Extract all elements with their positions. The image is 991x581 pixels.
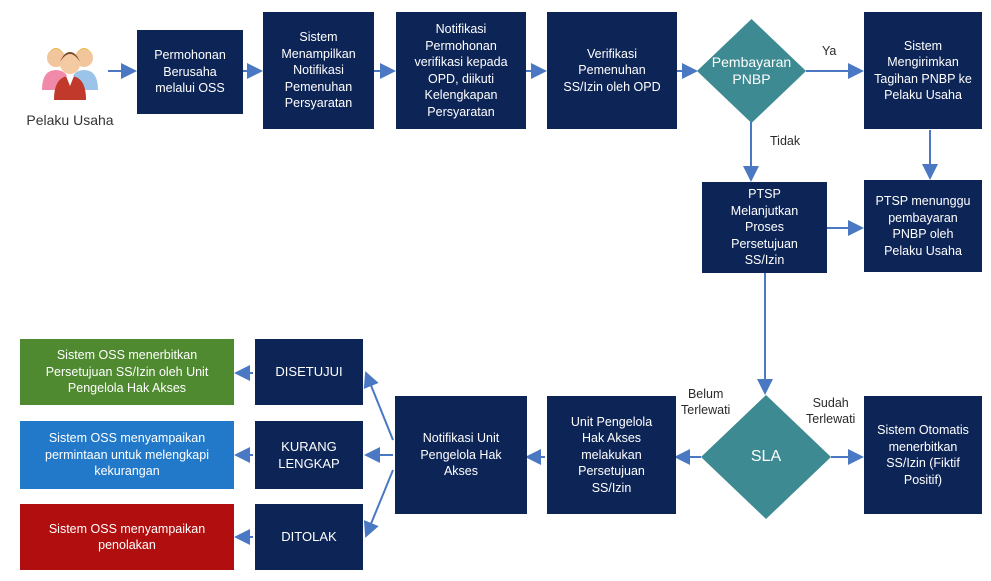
box-ptsp-melanjutkan: PTSP Melanjutkan Proses Persetujuan SS/I… [702,182,827,273]
box-notifikasi-unit: Notifikasi Unit Pengelola Hak Akses [395,396,527,514]
box-sistem-notifikasi: Sistem Menampilkan Notifikasi Pemenuhan … [263,12,374,129]
edge-label-tidak: Tidak [770,134,801,148]
actor: Pelaku Usaha [26,38,114,130]
edge-label-ya: Ya [822,44,837,58]
box-fiktif-positif: Sistem Otomatis menerbitkan SS/Izin (Fik… [864,396,982,514]
people-group-icon [42,48,98,100]
arrow-notifikasi-to-disetujui [363,371,394,441]
result-kurang-lengkap: Sistem OSS menyampaikan permintaan untuk… [20,421,234,489]
box-ptsp-menunggu: PTSP menunggu pembayaran PNBP oleh Pelak… [864,180,982,272]
decision-pnbp: Pembayaran PNBP [697,19,806,123]
box-verifikasi: Verifikasi Pemenuhan SS/Izin oleh OPD [547,12,677,129]
result-ditolak: Sistem OSS menyampaikan penolakan [20,504,234,570]
box-tagihan: Sistem Mengirimkan Tagihan PNBP ke Pelak… [864,12,982,129]
arrow-notifikasi-to-ditolak [363,469,394,538]
status-ditolak: DITOLAK [255,504,363,570]
status-disetujui: DISETUJUI [255,339,363,405]
box-notifikasi-opd: Notifikasi Permohonan verifikasi kepada … [396,12,526,129]
edge-label-belum-terlewati: Belum Terlewati [681,387,731,417]
box-permohonan: Permohonan Berusaha melalui OSS [137,30,243,114]
actor-label: Pelaku Usaha [26,112,114,128]
box-unit-pengelola: Unit Pengelola Hak Akses melakukan Perse… [547,396,676,514]
result-disetujui: Sistem OSS menerbitkan Persetujuan SS/Iz… [20,339,234,405]
status-kurang-lengkap: KURANG LENGKAP [255,421,363,489]
edge-label-sudah-terlewati: Sudah Terlewati [806,396,856,426]
decision-pnbp-label: Pembayaran PNBP [711,53,792,88]
decision-sla-label: SLA [750,448,782,465]
decision-sla: SLA [701,395,831,519]
